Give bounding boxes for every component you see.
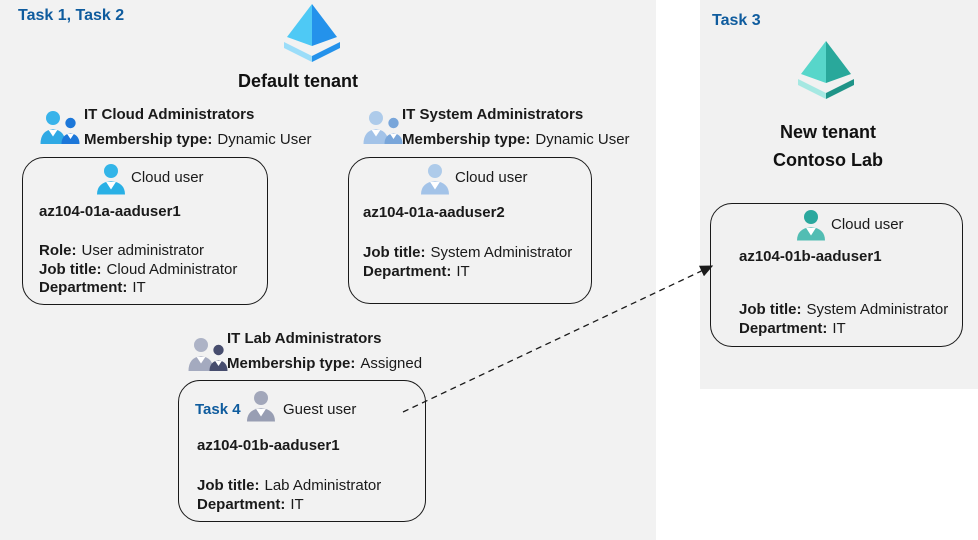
field-label: Department:	[197, 495, 286, 513]
group-name: IT System Administrators	[402, 106, 584, 123]
group-icon	[363, 109, 403, 145]
cloud-user-icon	[418, 163, 452, 195]
user-fields: Job title:System Administrator Departmen…	[363, 244, 572, 281]
user-fields: Job title:Lab Administrator Department:I…	[197, 477, 381, 514]
task-3-label: Task 3	[712, 12, 761, 29]
field-value: IT	[290, 495, 304, 513]
guest-user-icon	[244, 390, 278, 422]
group-icon	[188, 336, 228, 372]
field-label: Job title:	[363, 244, 426, 261]
tasks-1-2-label: Task 1, Task 2	[18, 7, 125, 24]
user-type-label: Cloud user	[455, 169, 528, 186]
user-fields: Role:User administrator Job title:Cloud …	[39, 242, 237, 298]
user-name: az104-01b-aaduser1	[739, 248, 882, 265]
user-type-label: Cloud user	[131, 169, 204, 186]
field-value: IT	[832, 319, 846, 337]
field-value: IT	[132, 279, 146, 296]
new-tenant-title-line1: New tenant	[779, 122, 876, 142]
group-icon	[40, 109, 80, 145]
cloud-user-icon	[794, 209, 828, 241]
field-label: Department:	[39, 279, 128, 296]
field-value: User administrator	[81, 242, 205, 259]
user-name: az104-01a-aaduser1	[39, 203, 181, 220]
field-value: Lab Administrator	[264, 477, 382, 494]
field-value: System Administrator	[430, 244, 573, 261]
membership-value: Assigned	[360, 355, 423, 372]
membership-value: Dynamic User	[535, 131, 630, 148]
group-name: IT Lab Administrators	[227, 330, 382, 347]
cloud-user-icon	[94, 163, 128, 195]
membership-label: Membership type:	[84, 131, 213, 148]
user-card-aaduser2: Cloud user az104-01a-aaduser2 Job title:…	[348, 157, 592, 304]
default-tenant-title: Default tenant	[237, 71, 358, 91]
group-membership: Membership type:Dynamic User	[402, 131, 630, 148]
user-type-label: Cloud user	[831, 216, 904, 233]
guest-user-card: Task 4 Guest user az104-01b-aaduser1 Job…	[178, 380, 426, 522]
membership-label: Membership type:	[227, 355, 356, 372]
azure-tenant-icon-teal	[794, 40, 858, 100]
user-fields: Job title:System Administrator Departmen…	[739, 301, 948, 338]
field-label: Department:	[363, 262, 452, 280]
user-card-aaduser1: Cloud user az104-01a-aaduser1 Role:User …	[22, 157, 268, 305]
azure-tenant-icon	[280, 3, 344, 63]
group-membership: Membership type:Assigned	[227, 355, 422, 372]
user-name: az104-01b-aaduser1	[197, 437, 340, 454]
field-label: Role:	[39, 242, 77, 259]
field-label: Job title:	[739, 301, 802, 318]
field-label: Job title:	[197, 477, 260, 494]
membership-value: Dynamic User	[217, 131, 312, 148]
new-tenant-title-line2: Contoso Lab	[773, 150, 883, 170]
group-name: IT Cloud Administrators	[84, 106, 255, 123]
field-value: Cloud Administrator	[106, 260, 238, 278]
task-4-label: Task 4	[195, 401, 241, 418]
group-membership: Membership type:Dynamic User	[84, 131, 312, 148]
user-name: az104-01a-aaduser2	[363, 204, 505, 221]
field-label: Department:	[739, 319, 828, 337]
user-type-label: Guest user	[283, 401, 357, 418]
field-label: Job title:	[39, 260, 102, 278]
membership-label: Membership type:	[402, 131, 531, 148]
field-value: IT	[456, 262, 470, 280]
new-tenant-user-card: Cloud user az104-01b-aaduser1 Job title:…	[710, 203, 963, 347]
field-value: System Administrator	[806, 301, 949, 318]
